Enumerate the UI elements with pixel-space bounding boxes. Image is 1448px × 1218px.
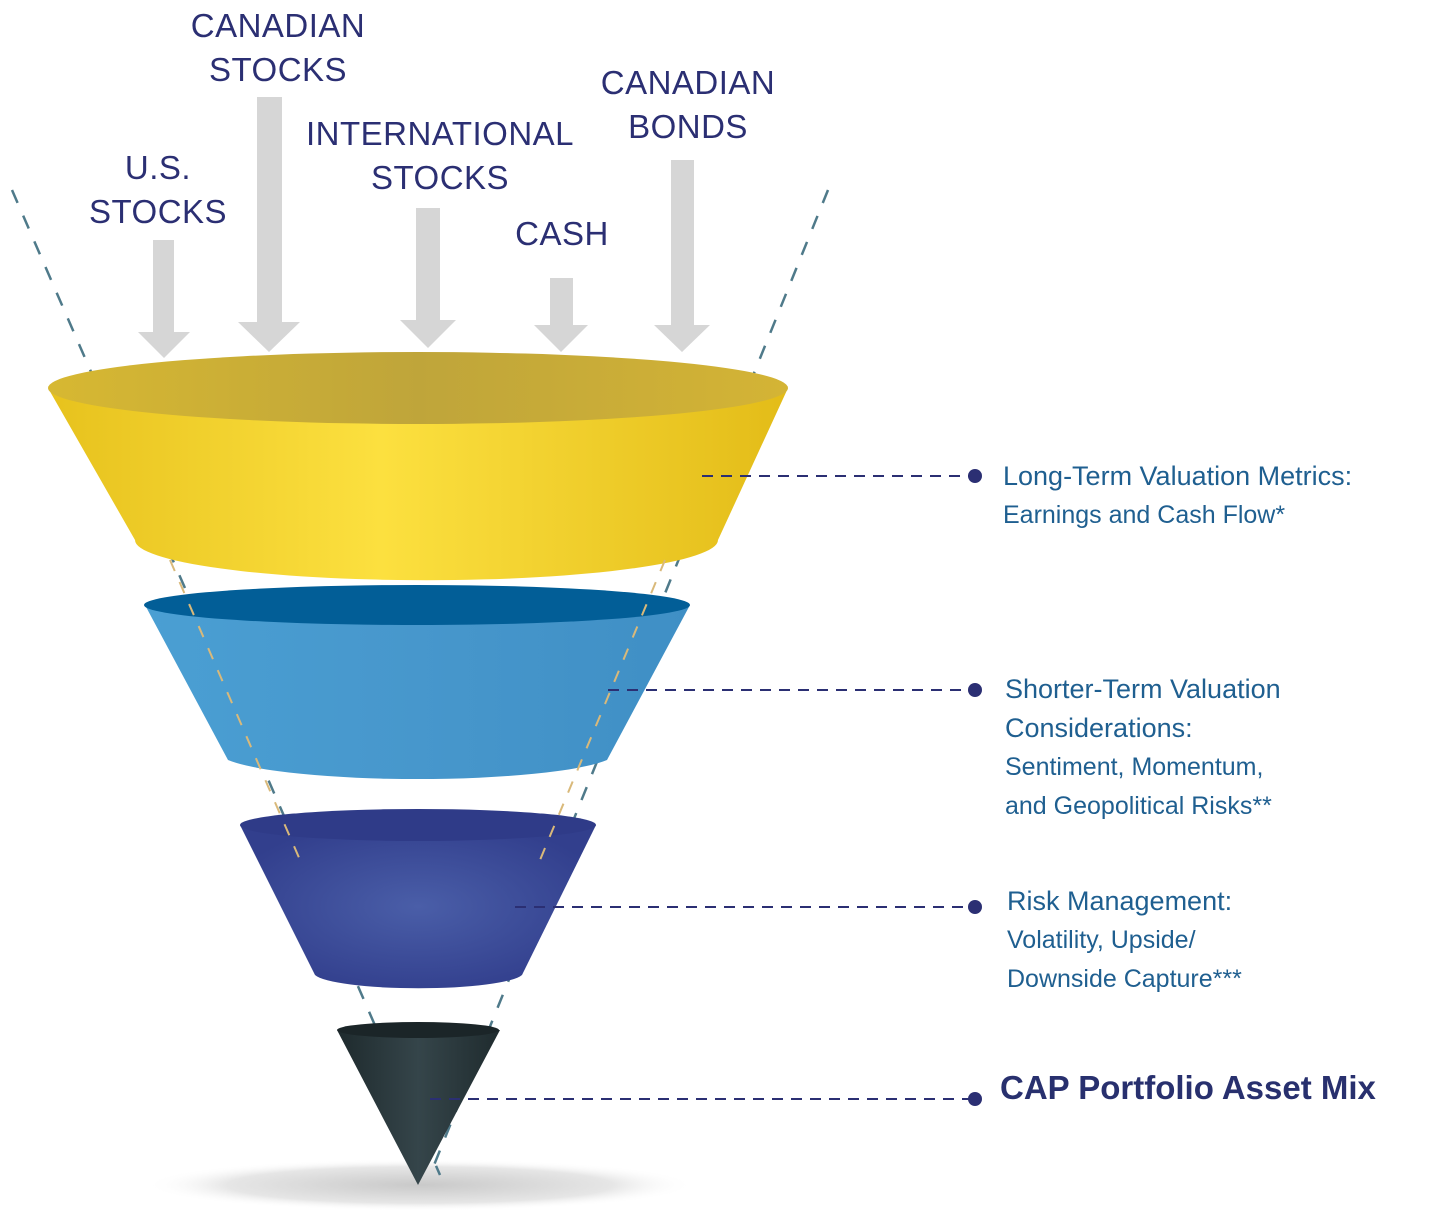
- down-arrow-icon: [400, 208, 456, 348]
- label-canadian-stocks: CANADIAN STOCKS: [168, 4, 388, 92]
- down-arrow-icon: [138, 240, 190, 358]
- note-line: Downside Capture***: [1007, 965, 1242, 993]
- note-portfolio-asset-mix: CAP Portfolio Asset Mix: [1000, 1068, 1446, 1108]
- down-arrow-icon: [238, 97, 300, 352]
- label-us-stocks: U.S. STOCKS: [78, 146, 238, 234]
- label-cash: CASH: [492, 212, 632, 256]
- note-line: Considerations:: [1005, 713, 1193, 743]
- note-line: Volatility, Upside/: [1007, 926, 1196, 954]
- bullet-dot-icon: [968, 1092, 982, 1106]
- bullet-dot-icon: [968, 900, 982, 914]
- note-line: Earnings and Cash Flow*: [1003, 501, 1286, 529]
- down-arrow-icon: [654, 160, 710, 352]
- funnel-guide-right: [428, 189, 830, 1176]
- note-line: CAP Portfolio Asset Mix: [1000, 1069, 1376, 1106]
- note-line: Long-Term Valuation Metrics:: [1003, 461, 1353, 491]
- down-arrow-icon: [534, 278, 588, 352]
- funnel-layer-shorter-term: [144, 585, 690, 780]
- label-line: INTERNATIONAL: [305, 115, 575, 152]
- inner-guide-left: [169, 559, 301, 861]
- note-shorter-term-valuation: Shorter-Term Valuation Considerations: S…: [1005, 670, 1425, 826]
- note-line: and Geopolitical Risks**: [1005, 792, 1272, 820]
- label-line: BONDS: [628, 108, 748, 145]
- inner-guide-right: [539, 559, 666, 861]
- note-risk-management: Risk Management: Volatility, Upside/ Dow…: [1007, 882, 1427, 999]
- label-international-stocks: INTERNATIONAL STOCKS: [298, 112, 582, 200]
- funnel-layer-result: [337, 1022, 500, 1185]
- note-line: Risk Management:: [1007, 886, 1233, 916]
- label-line: U.S.: [124, 149, 192, 186]
- bullet-dot-icon: [968, 683, 982, 697]
- label-line: CANADIAN: [190, 7, 366, 44]
- floor-shadow: [145, 1159, 695, 1211]
- note-line: Shorter-Term Valuation: [1005, 674, 1281, 704]
- label-line: STOCKS: [88, 193, 228, 230]
- label-canadian-bonds: CANADIAN BONDS: [578, 61, 798, 149]
- funnel-layer-valuation: [48, 352, 788, 581]
- label-line: CANADIAN: [600, 64, 776, 101]
- funnel-layer-risk: [240, 809, 596, 989]
- note-long-term-valuation: Long-Term Valuation Metrics: Earnings an…: [1003, 457, 1433, 535]
- bullet-dot-icon: [968, 469, 982, 483]
- label-line: CASH: [515, 215, 609, 252]
- note-line: Sentiment, Momentum,: [1005, 753, 1264, 781]
- label-line: STOCKS: [370, 159, 510, 196]
- label-line: STOCKS: [208, 51, 348, 88]
